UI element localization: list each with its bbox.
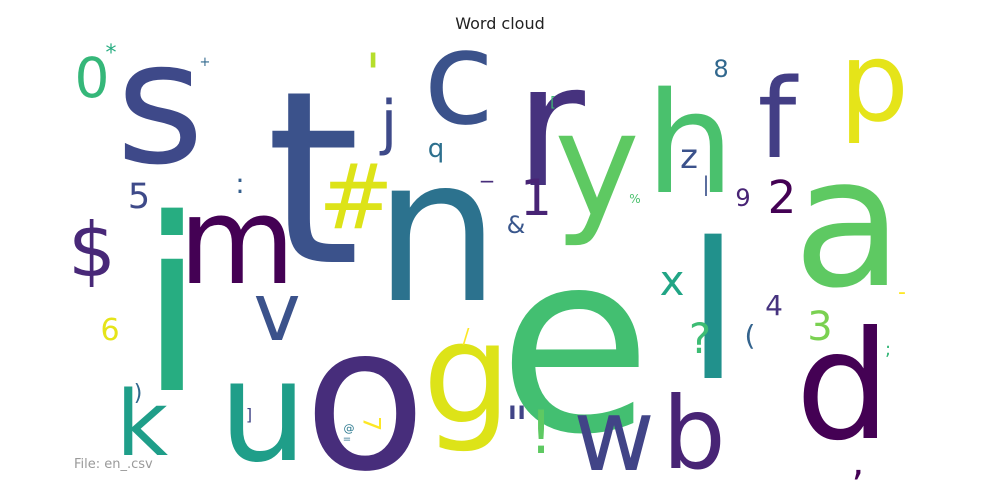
word-a: a <box>793 119 903 328</box>
word-w: w <box>573 377 655 494</box>
word-l: l <box>687 202 740 423</box>
word-8: 8 <box>713 55 728 83</box>
word-t: t <box>266 39 360 319</box>
word-i: i <box>139 167 206 447</box>
word-open-bracket: [ <box>550 95 555 111</box>
word-3: 3 <box>807 304 832 350</box>
word-5: 5 <box>128 177 150 217</box>
word-b: b <box>662 375 725 492</box>
word-0: 0 <box>75 46 110 110</box>
word-c: c <box>423 2 494 154</box>
word-asterisk: * <box>106 41 117 66</box>
word-1: 1 <box>520 169 552 227</box>
word-apostrophe: ' <box>365 42 380 106</box>
word-exclamation: ! <box>529 398 553 468</box>
word-o: o <box>304 283 426 500</box>
word-q: q <box>428 134 445 164</box>
word-j: j <box>379 88 398 158</box>
word-2: 2 <box>768 171 797 224</box>
word-colon: : <box>235 167 244 200</box>
word-r: r <box>515 28 585 226</box>
word-u: u <box>219 331 308 494</box>
word-p: p <box>839 18 909 146</box>
word-hash: # <box>318 145 393 250</box>
word-e: e <box>498 198 652 489</box>
word-open-paren: ( <box>745 319 756 352</box>
word-y: y <box>554 81 640 250</box>
word-plus: + <box>200 55 211 70</box>
word-n: n <box>374 115 501 348</box>
word-slash: / <box>463 324 470 348</box>
chart-title: Word cloud <box>455 14 545 33</box>
word-at: @ <box>344 422 355 435</box>
word-question: ? <box>689 314 711 363</box>
word-9: 9 <box>735 184 750 212</box>
word-dollar: $ <box>68 206 116 294</box>
word-equals: = <box>343 434 351 445</box>
source-file-label: File: en_.csv <box>74 457 153 472</box>
word-v: v <box>253 266 300 359</box>
word-4: 4 <box>765 289 783 322</box>
word-double-quote: " <box>506 396 529 454</box>
word-6: 6 <box>100 313 119 348</box>
word-semicolon: ; <box>885 339 891 360</box>
word-underscore: _ <box>480 155 494 183</box>
word-d: d <box>795 300 890 474</box>
word-7: 7 <box>358 416 386 431</box>
word-m: m <box>179 173 296 312</box>
word-close-paren: ) <box>134 381 143 406</box>
word-close-bracket: ] <box>246 405 252 424</box>
word-comma: , <box>852 439 865 485</box>
word-z: z <box>680 137 698 177</box>
word-pipe: | <box>703 172 710 196</box>
word-hyphen: - <box>898 280 906 305</box>
word-s: s <box>116 5 205 203</box>
word-percent: % <box>629 192 640 206</box>
word-g: g <box>423 293 512 456</box>
word-ampersand: & <box>507 211 526 239</box>
word-k: k <box>116 372 168 477</box>
word-h: h <box>646 63 735 226</box>
word-f: f <box>758 55 799 183</box>
word-x: x <box>660 256 685 305</box>
